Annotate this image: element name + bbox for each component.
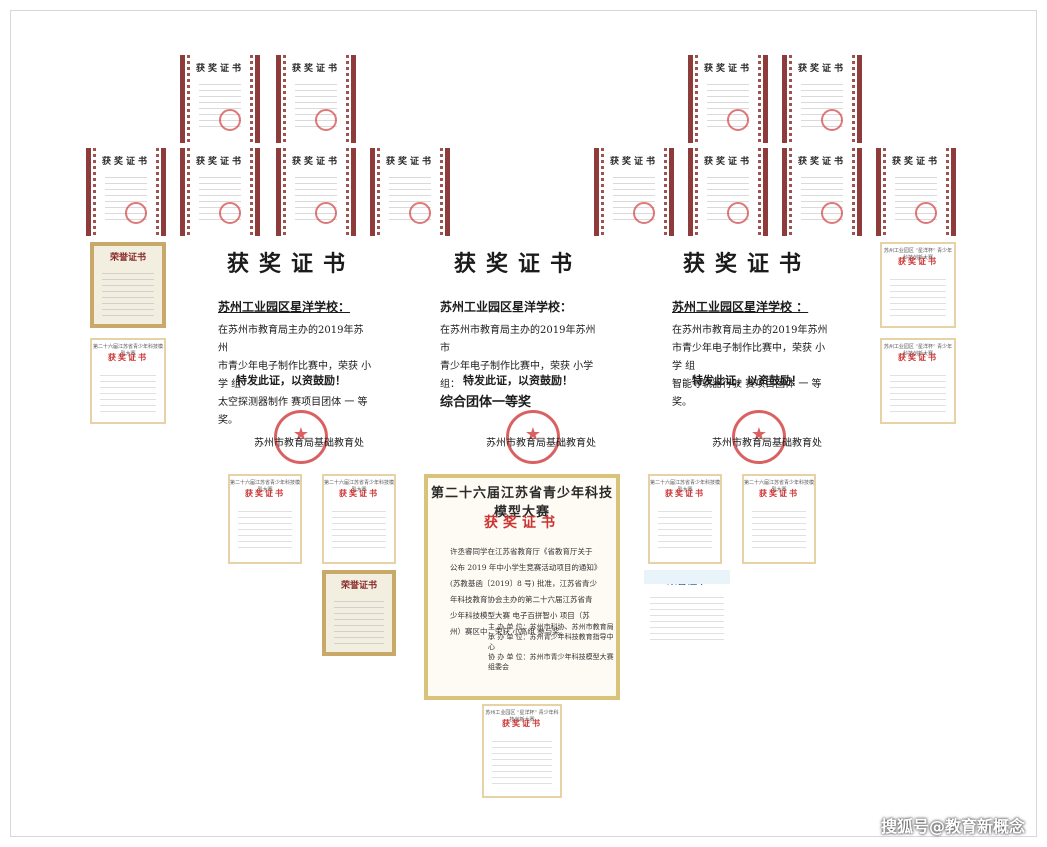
large-certificate: 获奖证书 苏州工业园区星洋学校： 在苏州市教育局主办的2019年苏州市 青少年电… bbox=[408, 242, 628, 467]
small-certificate: 获奖证书 bbox=[876, 148, 956, 236]
small-certificate: 获奖证书 bbox=[276, 55, 356, 143]
mini-certificate: 第二十六届江苏省青少年科技模型大赛获奖证书 bbox=[228, 474, 302, 564]
mini-certificate: 第二十六届江苏省青少年科技模型大赛获奖证书 bbox=[322, 474, 396, 564]
watermark: 搜狐号@教育新概念 bbox=[880, 817, 1025, 836]
mini-certificate: 第二十六届江苏省青少年科技模型大赛获奖证书 bbox=[648, 474, 722, 564]
red-seal-icon: ★ bbox=[274, 410, 328, 464]
red-seal-icon: ★ bbox=[732, 410, 786, 464]
red-seal-icon: ★ bbox=[506, 410, 560, 464]
small-certificate: 获奖证书 bbox=[782, 55, 862, 143]
mini-certificate: 第二十六届江苏省青少年科技模型大赛获奖证书 bbox=[742, 474, 816, 564]
small-certificate: 获奖证书 bbox=[782, 148, 862, 236]
small-certificate: 获奖证书 bbox=[688, 55, 768, 143]
small-certificate: 获奖证书 bbox=[370, 148, 450, 236]
small-certificate: 获奖证书 bbox=[180, 148, 260, 236]
mini-certificate: 第二十六届江苏省青少年科技模型大赛获奖证书 bbox=[90, 338, 166, 424]
honor-certificate: 荣誉证书 bbox=[322, 570, 396, 656]
honor-certificate-blue: 荣誉证书 bbox=[644, 570, 730, 652]
small-certificate: 获奖证书 bbox=[276, 148, 356, 236]
mini-certificate: 苏州工业园区 “星洋杯” 青少年科技创新大赛获奖证书 bbox=[482, 704, 562, 798]
large-certificate: 获奖证书 苏州工业园区星洋学校 ： 在苏州市教育局主办的2019年苏州 市青少年… bbox=[640, 242, 854, 467]
small-certificate: 获奖证书 bbox=[594, 148, 674, 236]
small-certificate: 获奖证书 bbox=[180, 55, 260, 143]
center-gold-certificate: 第二十六届江苏省青少年科技模型大赛 获奖证书 许丞睿同学在江苏省教育厅《省教育厅… bbox=[424, 474, 620, 700]
small-certificate: 获奖证书 bbox=[86, 148, 166, 236]
mini-certificate: 苏州工业园区 “星洋杯” 青少年科技创新大赛获奖证书 bbox=[880, 338, 956, 424]
large-certificate: 获奖证书 苏州工业园区星洋学校： 在苏州市教育局主办的2019年苏州 市青少年电… bbox=[186, 242, 396, 467]
mini-certificate: 苏州工业园区 “星洋杯” 青少年科技创新大赛获奖证书 bbox=[880, 242, 956, 328]
honor-certificate: 荣誉证书 bbox=[90, 242, 166, 328]
image-frame bbox=[10, 10, 1037, 837]
small-certificate: 获奖证书 bbox=[688, 148, 768, 236]
